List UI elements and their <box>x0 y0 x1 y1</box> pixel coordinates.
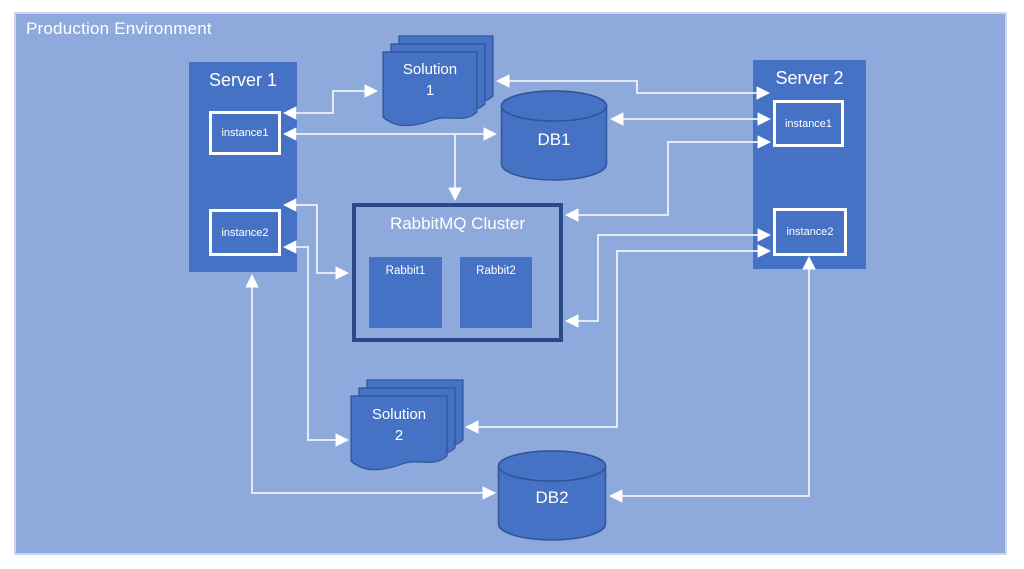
rabbit2-box: Rabbit2 <box>460 257 532 328</box>
server2-instance1-label: instance1 <box>784 117 833 130</box>
server2-instance2-label: instance2 <box>786 226 834 238</box>
server2-instance1-box: instance1 <box>773 100 844 147</box>
environment-title: Production Environment <box>26 19 212 38</box>
server1-box: Server 1 instance1 instance2 <box>189 62 297 272</box>
server1-label: Server 1 <box>208 70 278 90</box>
db1-shape <box>500 90 608 181</box>
rabbitmq-cluster-label: RabbitMQ Cluster <box>389 214 526 233</box>
server2-box: Server 2 instance1 instance2 <box>753 60 866 269</box>
server1-instance2-box: instance2 <box>209 209 281 256</box>
server1-instance1-label: instance1 <box>221 127 269 139</box>
rabbit1-label: Rabbit1 <box>385 265 426 277</box>
solution2-shape <box>350 379 464 471</box>
server2-label: Server 2 <box>775 68 844 88</box>
server1-instance1-box: instance1 <box>209 111 281 155</box>
server1-instance2-label: instance2 <box>221 226 269 239</box>
rabbit1-box: Rabbit1 <box>369 257 442 328</box>
rabbitmq-cluster-box: RabbitMQ Cluster Rabbit1 Rabbit2 <box>352 203 563 342</box>
db2-shape <box>497 450 607 541</box>
server2-instance2-box: instance2 <box>773 208 847 256</box>
rabbit2-label: Rabbit2 <box>476 265 516 277</box>
solution1-shape <box>382 35 494 127</box>
